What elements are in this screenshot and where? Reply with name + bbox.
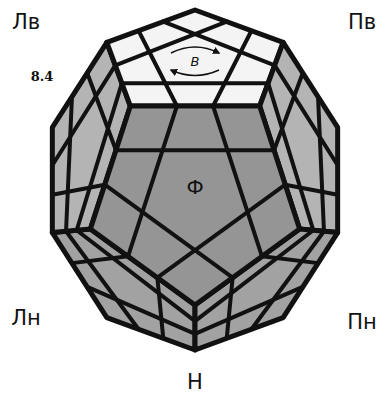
cut-line xyxy=(157,185,285,278)
face-label: Ф xyxy=(186,177,203,197)
cut-line xyxy=(128,106,177,256)
face-label: Лв xyxy=(12,12,40,33)
face-outline xyxy=(107,10,283,106)
cut-line xyxy=(227,278,233,339)
face-label: Пв xyxy=(348,12,376,33)
cut-line xyxy=(318,97,324,231)
cut-line xyxy=(285,185,337,195)
cut-line xyxy=(163,22,274,66)
megaminx xyxy=(52,10,337,350)
face-label: Пн xyxy=(347,312,377,333)
face-fill xyxy=(90,106,299,305)
face-label: Лн xyxy=(11,308,41,329)
face-label: Н xyxy=(187,372,203,393)
cut-line xyxy=(52,185,104,195)
rotation-arrow xyxy=(171,70,219,76)
face-label: В xyxy=(191,55,200,68)
cut-line xyxy=(157,278,163,339)
cut-line xyxy=(116,148,274,152)
cut-line xyxy=(115,22,226,66)
cut-line xyxy=(105,185,233,278)
top-face xyxy=(107,10,283,106)
cut-line xyxy=(122,81,268,85)
callout-number: 8.4 xyxy=(31,70,54,83)
rotation-arrow xyxy=(171,47,219,53)
face-fill xyxy=(107,10,283,106)
face-outline xyxy=(90,106,299,305)
cut-line xyxy=(213,31,251,106)
cut-line xyxy=(66,97,72,231)
front-face xyxy=(90,106,299,305)
